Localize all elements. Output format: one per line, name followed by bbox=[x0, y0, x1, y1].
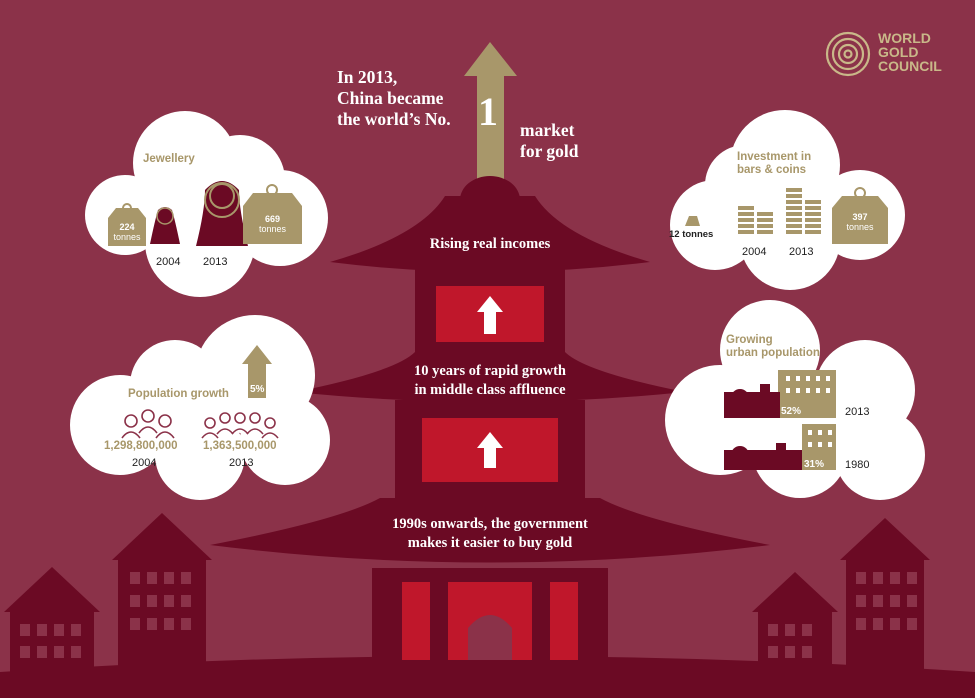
urban-title: Growing urban population bbox=[726, 334, 820, 360]
rank-number: 1 bbox=[478, 89, 498, 134]
jewellery-left-weight: 224 tonnes bbox=[108, 222, 146, 242]
jewellery-year-right: 2013 bbox=[203, 256, 228, 268]
urban-title-line2: urban population bbox=[726, 347, 820, 359]
population-icons bbox=[121, 409, 279, 439]
urban-pct-2013: 52% bbox=[781, 406, 802, 417]
up-arrow-tier1 bbox=[477, 296, 503, 334]
headline-line3: the world’s No. bbox=[337, 109, 451, 129]
headline: In 2013, China became the world’s No. bbox=[337, 67, 497, 130]
pagoda bbox=[210, 42, 770, 668]
headline-line1: In 2013, bbox=[337, 67, 398, 87]
urban-icons bbox=[724, 370, 836, 470]
investment-right-value: 397 bbox=[852, 212, 868, 222]
investment-year-left: 2004 bbox=[742, 246, 767, 258]
jewellery-title: Jewellery bbox=[143, 153, 195, 165]
population-year-left: 2004 bbox=[132, 457, 157, 469]
investment-right-unit: tonnes bbox=[846, 222, 874, 232]
wgc-logo-rings bbox=[825, 31, 871, 77]
up-arrow-large bbox=[464, 42, 517, 185]
jewellery-right-value: 669 bbox=[264, 214, 281, 224]
jewellery-year-left: 2004 bbox=[156, 256, 181, 268]
investment-title: Investment in bars & coins bbox=[737, 151, 811, 177]
headline-line2: China became bbox=[337, 88, 444, 108]
headline-line5: for gold bbox=[520, 141, 579, 161]
tier3-line1: 1990s onwards, the government bbox=[392, 516, 588, 532]
tier1-text: Rising real incomes bbox=[429, 236, 551, 252]
investment-title-line2: bars & coins bbox=[737, 164, 807, 176]
investment-title-line1: Investment in bbox=[737, 151, 812, 163]
growth-arrow bbox=[242, 345, 272, 398]
tier2-line2: in middle class affluence bbox=[414, 382, 566, 398]
ground bbox=[0, 656, 975, 698]
logo-line3: COUNCIL bbox=[878, 58, 942, 74]
tier3-line2: makes it easier to buy gold bbox=[407, 535, 573, 551]
population-value-left: 1,298,800,000 bbox=[104, 440, 178, 452]
right-houses bbox=[752, 518, 930, 690]
headline-market: market for gold bbox=[520, 120, 620, 162]
logo-text: WORLD GOLD COUNCIL bbox=[878, 31, 942, 73]
tier2-text: 10 years of rapid growth in middle class… bbox=[370, 362, 610, 400]
logo-line1: WORLD bbox=[878, 30, 931, 46]
jewellery-left-value: 224 bbox=[119, 222, 135, 232]
jewellery-left-unit: tonnes bbox=[113, 232, 141, 242]
population-value-right: 1,363,500,000 bbox=[203, 440, 277, 452]
right-house-windows bbox=[768, 572, 917, 658]
urban-pct-1980: 31% bbox=[804, 459, 825, 470]
investment-icons bbox=[685, 187, 888, 244]
headline-line4: market bbox=[520, 120, 575, 140]
investment-left-value: 12 tonnes bbox=[669, 229, 714, 240]
population-year-right: 2013 bbox=[229, 457, 254, 469]
jewellery-icons bbox=[108, 181, 302, 246]
jewellery-right-unit: tonnes bbox=[258, 224, 287, 234]
population-title: Population growth bbox=[128, 388, 229, 400]
urban-title-line1: Growing bbox=[726, 334, 773, 346]
urban-year-2013: 2013 bbox=[845, 406, 870, 418]
jewellery-right-weight: 669 tonnes bbox=[243, 214, 302, 234]
left-house-windows bbox=[20, 572, 191, 658]
tier3-text: 1990s onwards, the government makes it e… bbox=[350, 515, 630, 553]
left-houses bbox=[4, 513, 212, 690]
logo-line2: GOLD bbox=[878, 44, 919, 60]
tier2-line1: 10 years of rapid growth bbox=[414, 363, 566, 379]
urban-year-1980: 1980 bbox=[845, 459, 870, 471]
population-growth: 5% bbox=[250, 384, 265, 395]
investment-year-right: 2013 bbox=[789, 246, 814, 258]
up-arrow-tier2 bbox=[477, 432, 503, 468]
investment-right-weight: 397 tonnes bbox=[832, 212, 888, 232]
urban-windows bbox=[786, 376, 832, 447]
